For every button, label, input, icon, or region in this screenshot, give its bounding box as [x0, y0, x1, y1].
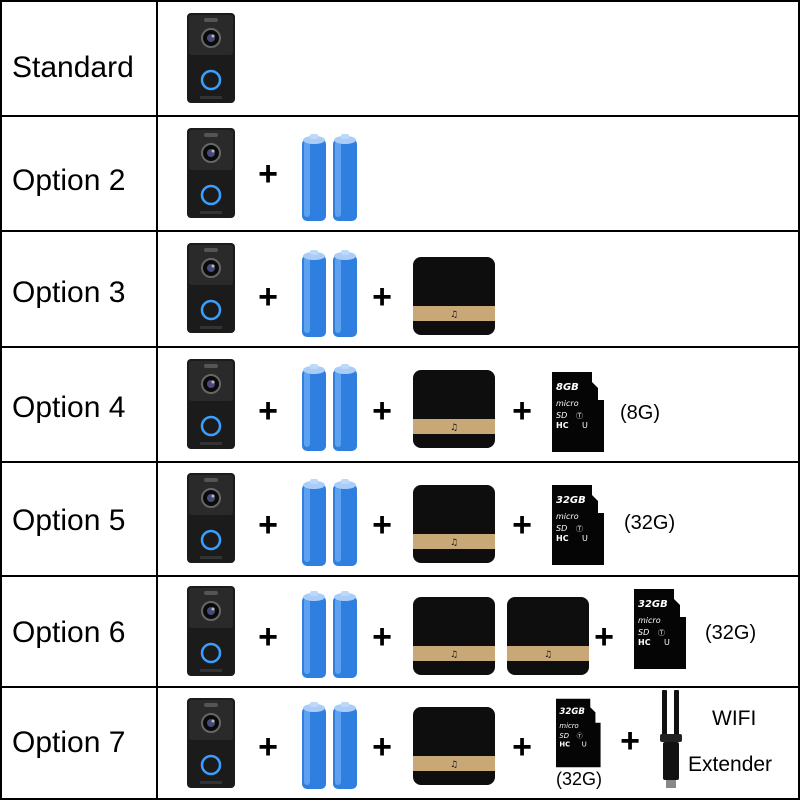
svg-text:HC: HC: [638, 638, 651, 647]
plus-sign: +: [594, 618, 614, 656]
svg-text:U: U: [664, 638, 670, 647]
row-divider: [0, 115, 800, 117]
extender-caption-line2: Extender: [688, 753, 773, 776]
svg-text:Ⓣ: Ⓣ: [658, 629, 665, 637]
plus-sign: +: [512, 728, 532, 766]
plus-sign: +: [372, 506, 392, 544]
svg-text:micro: micro: [556, 399, 579, 408]
table-border-right: [798, 0, 800, 800]
plus-sign: +: [512, 392, 532, 430]
svg-text:SD: SD: [556, 411, 567, 420]
svg-text:U: U: [582, 534, 588, 543]
table-border-top: [0, 0, 800, 2]
svg-text:♫: ♫: [450, 760, 458, 770]
chime-receiver-image: ♫: [412, 256, 496, 341]
micro-sd-card-image: 32GB micro SD Ⓣ HC U: [548, 483, 612, 572]
row-divider: [0, 461, 800, 463]
column-divider: [156, 0, 158, 800]
chime-receiver-image: ♫: [412, 369, 496, 454]
chime-receiver-image: ♫: [412, 596, 496, 681]
extender-caption-line1: WIFI: [712, 707, 757, 730]
sd-capacity-caption: (8G): [620, 402, 660, 424]
svg-text:micro: micro: [556, 512, 579, 521]
video-doorbell-image: [186, 127, 236, 224]
row-label-option-3: Option 3: [12, 276, 126, 309]
wifi-extender-image: [656, 690, 686, 795]
plus-sign: +: [258, 278, 278, 316]
row-label-option-4: Option 4: [12, 391, 126, 424]
chime-receiver-image: ♫: [412, 706, 496, 791]
row-label-option-5: Option 5: [12, 504, 126, 537]
svg-text:HC: HC: [556, 534, 569, 543]
video-doorbell-image: [186, 358, 236, 455]
svg-text:32GB: 32GB: [559, 707, 584, 717]
svg-text:Ⓣ: Ⓣ: [576, 412, 583, 420]
batteries-image: [300, 249, 362, 344]
svg-text:U: U: [582, 741, 587, 749]
batteries-image: [300, 590, 362, 685]
row-label-option-2: Option 2: [12, 164, 126, 197]
svg-text:♫: ♫: [450, 650, 458, 660]
row-divider: [0, 686, 800, 688]
video-doorbell-image: [186, 472, 236, 569]
batteries-image: [300, 701, 362, 796]
svg-text:♫: ♫: [450, 310, 458, 320]
row-label-option-7: Option 7: [12, 726, 126, 759]
row-label-standard: Standard: [12, 51, 134, 84]
plus-sign: +: [372, 392, 392, 430]
row-label-option-6: Option 6: [12, 616, 126, 649]
batteries-image: [300, 363, 362, 458]
sd-capacity-caption: (32G): [556, 769, 603, 789]
row-divider: [0, 346, 800, 348]
plus-sign: +: [258, 392, 278, 430]
plus-sign: +: [372, 278, 392, 316]
batteries-image: [300, 478, 362, 573]
plus-sign: +: [372, 618, 392, 656]
micro-sd-card-image: 32GB micro SD Ⓣ HC U: [630, 587, 694, 676]
micro-sd-card-image: 32GB micro SD Ⓣ HC U: [552, 697, 608, 774]
plus-sign: +: [258, 728, 278, 766]
svg-text:U: U: [582, 421, 588, 430]
svg-text:SD: SD: [559, 732, 569, 740]
sd-capacity-caption: (32G): [624, 512, 676, 534]
svg-text:♫: ♫: [544, 650, 552, 660]
svg-text:HC: HC: [559, 741, 570, 749]
svg-text:HC: HC: [556, 421, 569, 430]
svg-text:SD: SD: [556, 524, 567, 533]
svg-text:8GB: 8GB: [556, 382, 579, 393]
row-divider: [0, 575, 800, 577]
table-border-left: [0, 0, 2, 800]
micro-sd-card-image: 8GB micro SD Ⓣ HC U: [548, 370, 612, 459]
video-doorbell-image: [186, 242, 236, 339]
svg-text:Ⓣ: Ⓣ: [577, 732, 583, 740]
svg-text:micro: micro: [559, 722, 578, 730]
chime-receiver-image: ♫: [412, 484, 496, 569]
batteries-image: [300, 133, 362, 228]
svg-text:♫: ♫: [450, 538, 458, 548]
video-doorbell-image: [186, 585, 236, 682]
video-doorbell-image: [186, 12, 236, 109]
plus-sign: +: [258, 506, 278, 544]
table-border-bottom: [0, 798, 800, 800]
svg-text:♫: ♫: [450, 423, 458, 433]
sd-capacity-caption: (32G): [705, 622, 757, 644]
chime-receiver-image: ♫: [506, 596, 590, 681]
svg-text:32GB: 32GB: [556, 495, 586, 506]
plus-sign: +: [372, 728, 392, 766]
video-doorbell-image: [186, 697, 236, 794]
plus-sign: +: [512, 506, 532, 544]
plus-sign: +: [258, 155, 278, 193]
row-divider: [0, 230, 800, 232]
svg-text:SD: SD: [638, 628, 649, 637]
svg-text:32GB: 32GB: [638, 599, 668, 610]
svg-text:Ⓣ: Ⓣ: [576, 525, 583, 533]
plus-sign: +: [620, 722, 640, 760]
plus-sign: +: [258, 618, 278, 656]
svg-text:micro: micro: [638, 616, 661, 625]
